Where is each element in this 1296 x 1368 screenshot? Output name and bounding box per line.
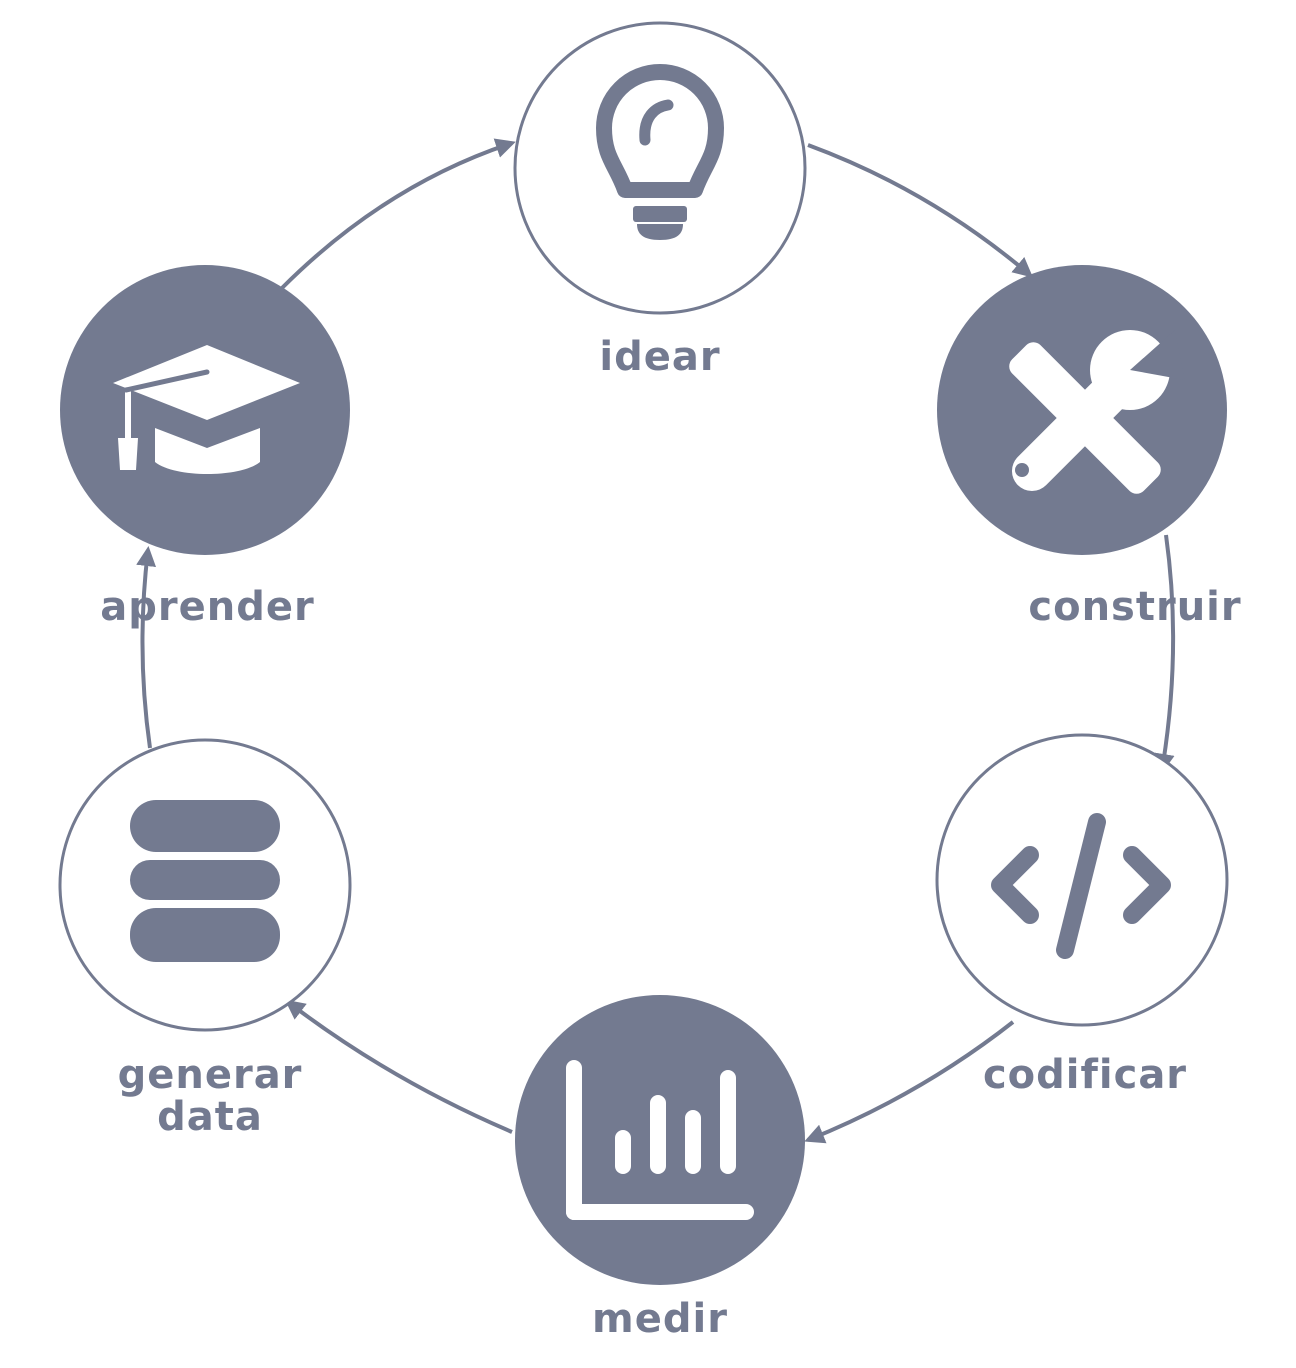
- node-label-generar-data-line2: data: [157, 1094, 263, 1140]
- node-idear: [513, 21, 807, 315]
- database-icon: [130, 800, 280, 962]
- node-label-aprender: aprender: [100, 584, 315, 630]
- node-codificar: [935, 733, 1229, 1027]
- arrow-aprender-to-idear: [280, 138, 516, 290]
- arrow-codificar-to-medir: [804, 1020, 1015, 1144]
- node-label-generar-data-line1: generar: [117, 1052, 303, 1098]
- node-label-medir: medir: [592, 1296, 728, 1342]
- graduation-cap-icon: [113, 345, 300, 474]
- arrow-medir-to-generar-data: [284, 999, 513, 1134]
- arrow-generar-data-to-aprender: [136, 546, 157, 749]
- node-construir: [937, 265, 1227, 555]
- tools-icon: [1009, 330, 1185, 494]
- arrow-idear-to-construir: [807, 143, 1034, 278]
- node-label-codificar: codificar: [982, 1052, 1188, 1098]
- bar-chart-icon: [566, 1060, 754, 1220]
- node-medir: [515, 995, 805, 1285]
- arrow-construir-to-codificar: [1154, 534, 1176, 774]
- node-aprender: [60, 265, 350, 555]
- node-label-construir: construir: [1028, 584, 1242, 630]
- node-label-idear: idear: [599, 334, 721, 380]
- cycle-arrows: [136, 138, 1176, 1144]
- code-icon: [991, 813, 1171, 959]
- lightbulb-icon: [596, 64, 724, 240]
- node-generar-data: [58, 738, 352, 1032]
